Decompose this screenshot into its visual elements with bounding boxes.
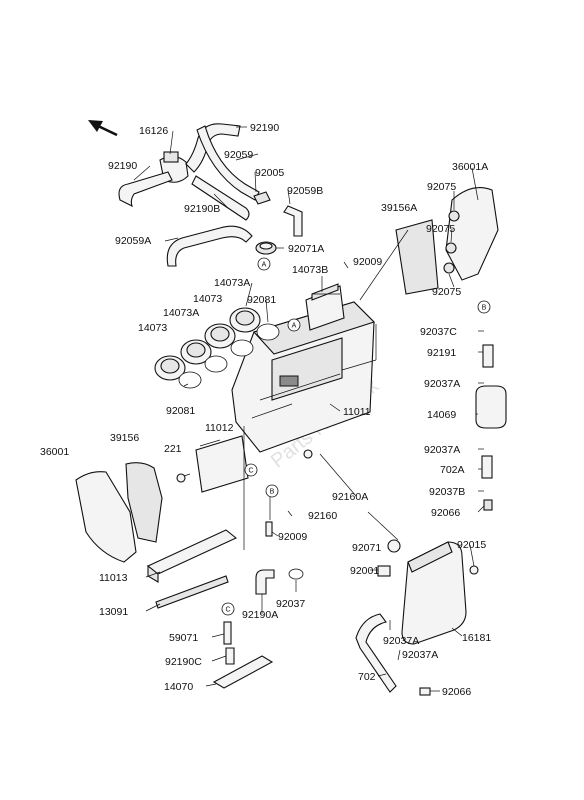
front-direction-arrow-icon	[88, 120, 118, 137]
part-label: 11012	[205, 422, 234, 434]
part-label: 92075	[432, 286, 461, 298]
part-label: 92190A	[242, 609, 278, 621]
callout-b-label: B	[482, 305, 487, 312]
part-label: 11013	[99, 572, 128, 584]
callout-c-label-2: C	[225, 607, 230, 614]
part-number-labels: 16126 92190 92190 92059 92005 92059B 921…	[40, 122, 491, 698]
callout-marker-a: A	[257, 257, 271, 271]
part-label: 16181	[462, 632, 491, 644]
part-label: 92009	[278, 531, 307, 543]
part-label: 92071	[352, 542, 381, 554]
callout-marker-b-2: B	[265, 484, 279, 498]
part-label: 36001	[40, 446, 69, 458]
part-label: 92001	[350, 565, 379, 577]
part-label: 39156A	[381, 202, 417, 214]
part-label: 92059	[224, 149, 253, 161]
part-label: 92071A	[288, 243, 324, 255]
part-label: 16126	[139, 125, 168, 137]
air-cleaner-lid	[305, 283, 345, 331]
part-label: 39156	[110, 432, 139, 444]
drain-elbow-hose	[255, 568, 304, 595]
part-label: 702A	[440, 464, 465, 476]
part-label: 92059A	[115, 235, 151, 247]
part-label: 92037B	[429, 486, 465, 498]
part-label: 92190B	[184, 203, 220, 215]
callout-marker-b: B	[477, 300, 491, 314]
part-label: 92066	[442, 686, 471, 698]
oil-reservoir-tank	[355, 539, 479, 696]
part-label: 14073A	[214, 277, 250, 289]
part-label: 92190	[250, 122, 279, 134]
part-label: 92075	[427, 181, 456, 193]
part-label: 14073A	[163, 307, 199, 319]
part-label: 92005	[255, 167, 284, 179]
callout-a-label-2: A	[292, 323, 297, 330]
part-label: 14070	[164, 681, 193, 693]
part-label: 14073	[138, 322, 167, 334]
part-label: 14073B	[292, 264, 328, 276]
part-label: 92015	[457, 539, 486, 551]
part-label: 92190	[108, 160, 137, 172]
part-label: 92190C	[165, 656, 202, 668]
part-label: 92191	[427, 347, 456, 359]
callout-marker-c: C	[244, 463, 258, 477]
part-label: 14073	[193, 293, 222, 305]
callout-marker-c-2: C	[221, 602, 235, 616]
air-filter-element	[146, 529, 238, 609]
callout-c-label: C	[248, 468, 253, 475]
part-label: 13091	[99, 606, 128, 618]
left-side-cover	[75, 462, 163, 563]
part-label: 14069	[427, 409, 456, 421]
part-label: 92160A	[332, 491, 368, 503]
part-label: 36001A	[452, 161, 488, 173]
drain-tube-assembly	[212, 621, 274, 689]
part-label: 92037	[276, 598, 305, 610]
part-label: 92009	[353, 256, 382, 268]
callout-marker-a-2: A	[287, 318, 301, 332]
part-label: 92160	[308, 510, 337, 522]
leader-lines	[133, 126, 485, 692]
part-label: 92059B	[287, 185, 323, 197]
part-label: 92081	[166, 405, 195, 417]
bolt	[265, 521, 273, 537]
breather-hose-group	[118, 123, 303, 267]
right-side-cover	[445, 187, 499, 281]
part-label: 11011	[343, 406, 371, 418]
callout-b-label-2: B	[270, 489, 275, 496]
intake-duct-boots	[154, 307, 280, 389]
callout-a-label: A	[262, 262, 267, 269]
part-label: 92066	[431, 507, 460, 519]
part-label: 59071	[169, 632, 198, 644]
part-label: 92075	[426, 223, 455, 235]
part-label: 702	[358, 671, 376, 683]
part-label: 92081	[247, 294, 276, 306]
part-label: 92037A	[424, 444, 460, 456]
right-cover-pad	[395, 219, 439, 295]
part-label: 221	[164, 443, 182, 455]
mounting-plate	[176, 435, 249, 493]
part-label: 92037A	[402, 649, 438, 661]
breather-separator-chain	[475, 344, 507, 511]
part-label: 92037C	[420, 326, 457, 338]
part-label: 92037A	[383, 635, 419, 647]
part-label: 92037A	[424, 378, 460, 390]
